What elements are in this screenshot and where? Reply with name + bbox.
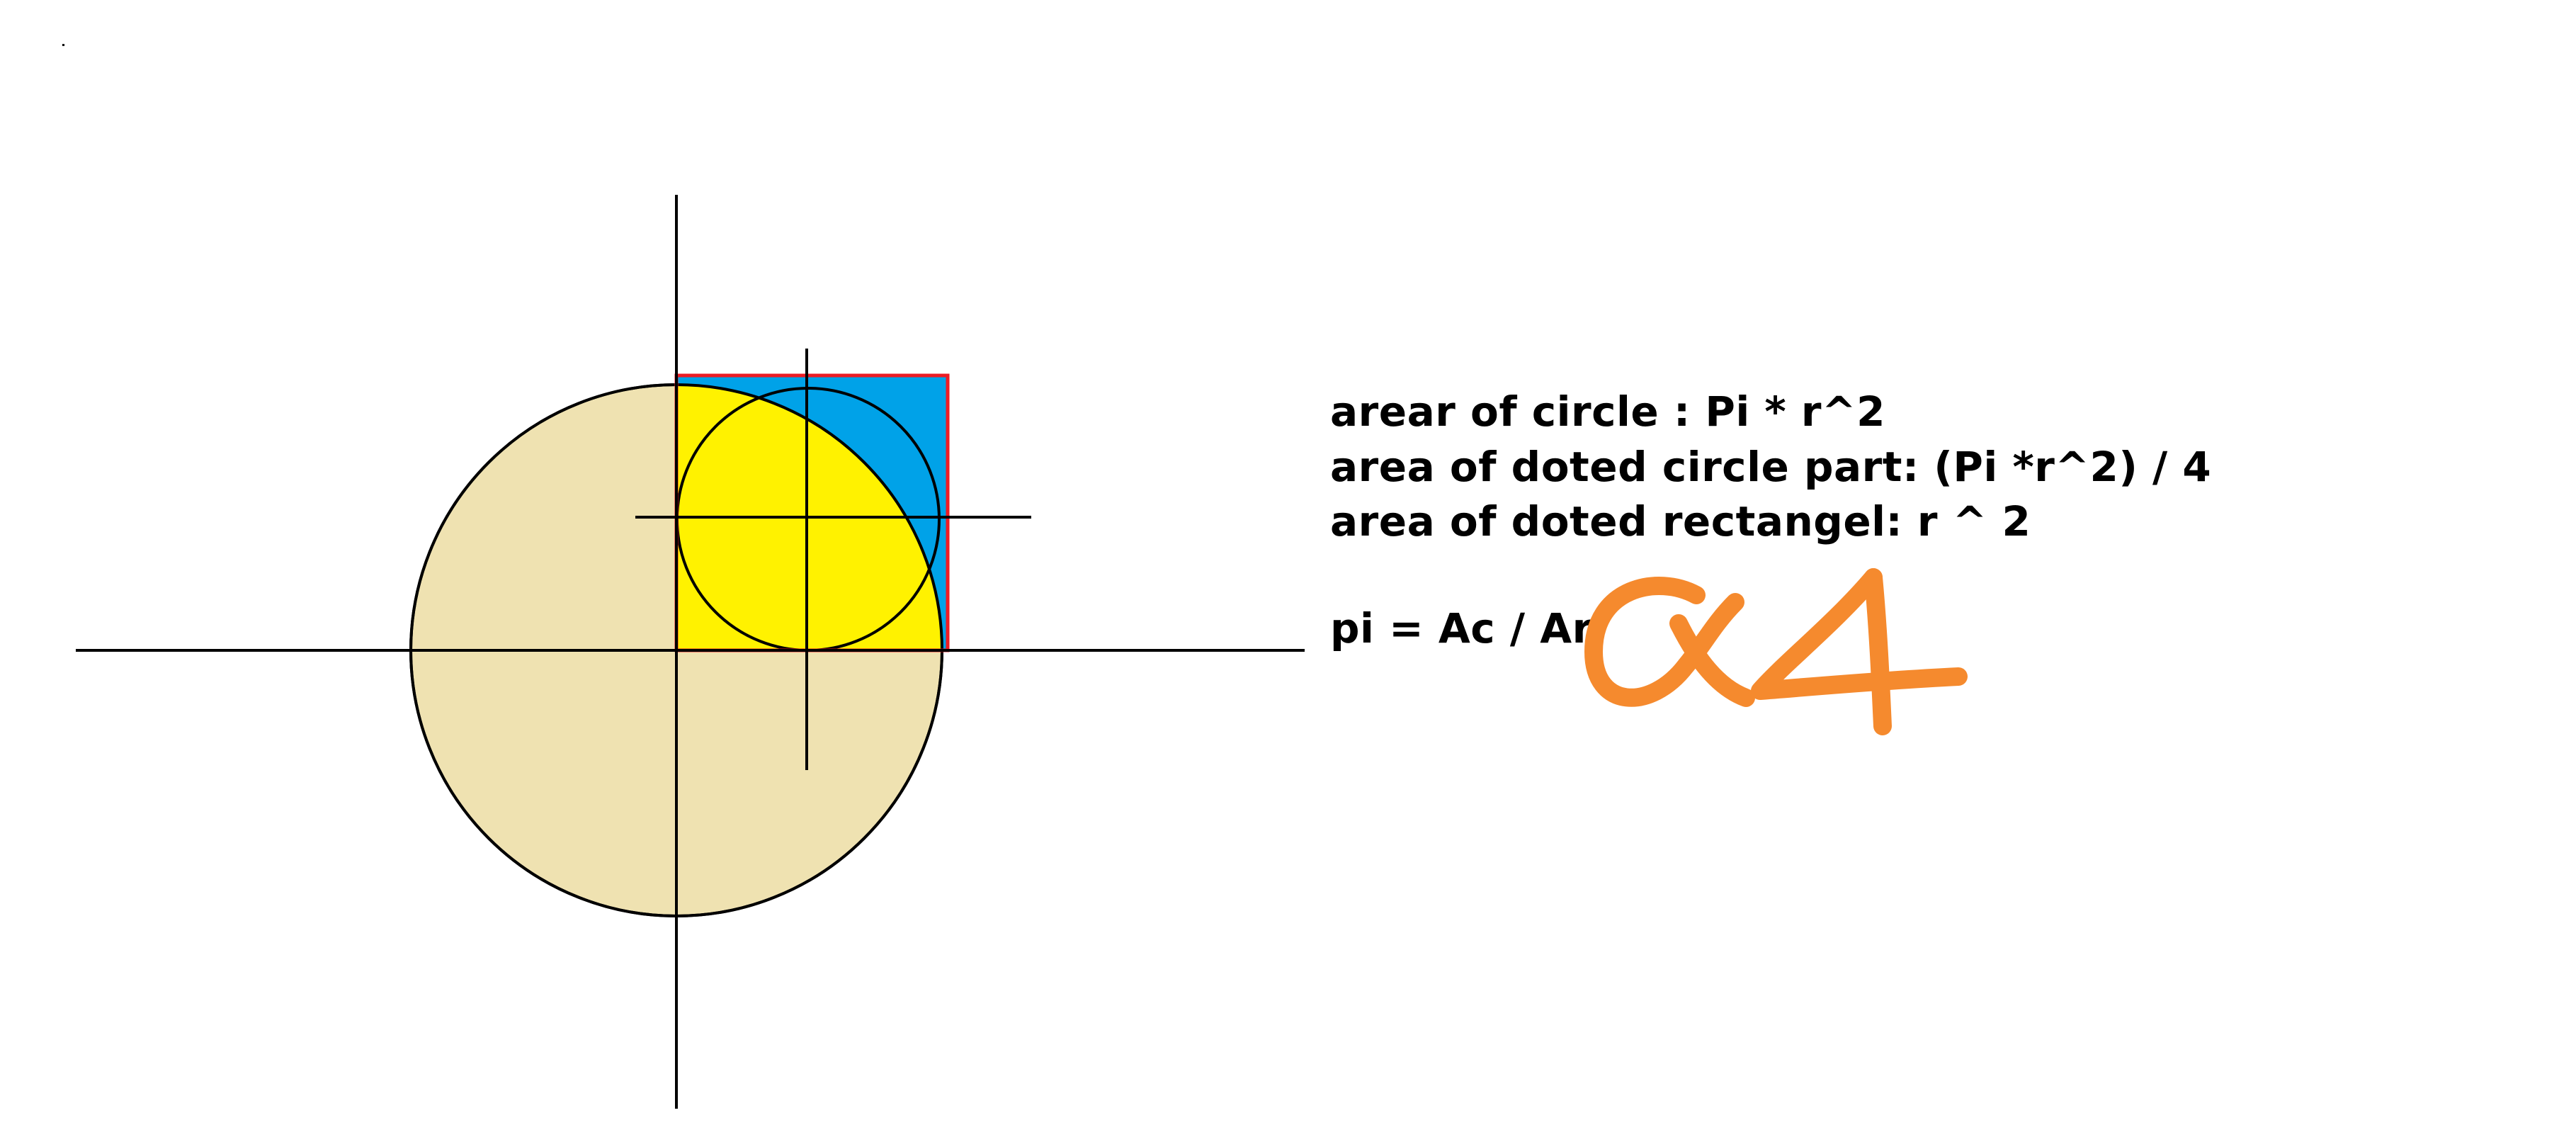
- formula-pi-ratio: pi = Ac / Ar: [1330, 604, 1593, 652]
- formula-circle-area: arear of circle : Pi * r^2: [1330, 388, 1885, 436]
- handwritten-x4: [1584, 568, 1968, 735]
- stray-dot: [62, 44, 64, 46]
- formula-quarter-area: area of doted circle part: (Pi *r^2) / 4: [1330, 443, 2212, 491]
- formula-square-area: area of doted rectangel: r ^ 2: [1330, 497, 2031, 545]
